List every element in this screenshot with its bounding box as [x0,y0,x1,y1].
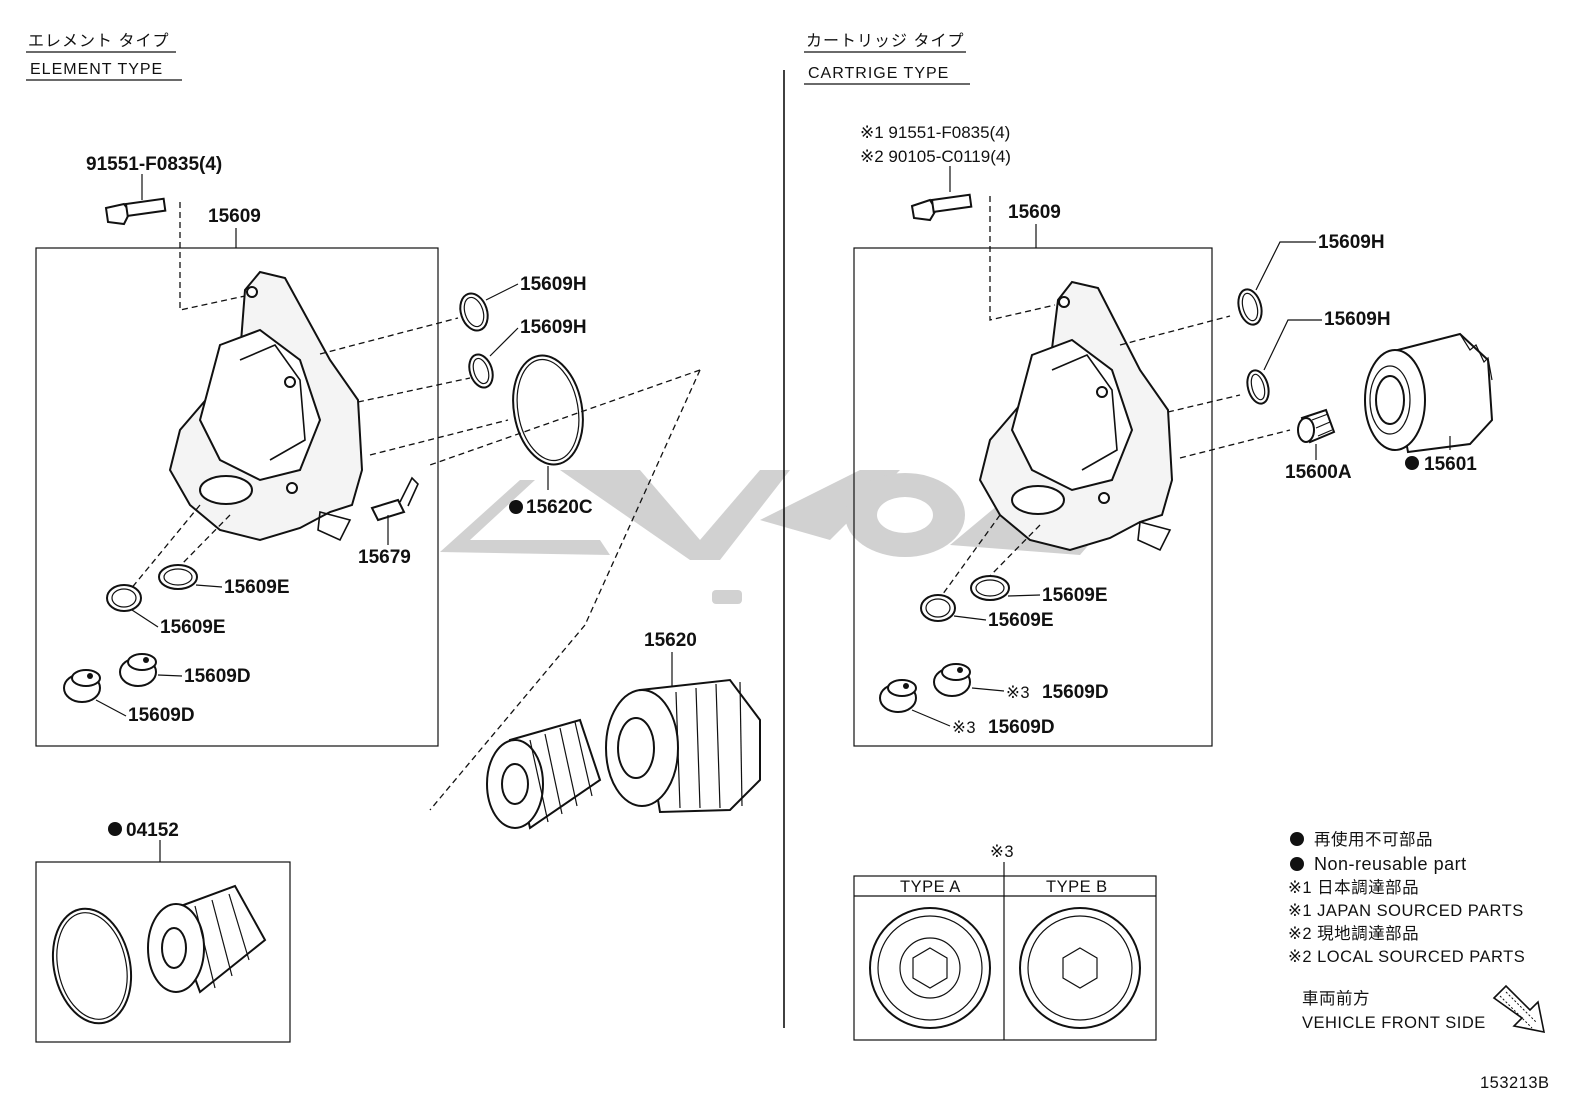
bolt-label: 91551-F0835(4) [86,154,222,175]
cap-assy-label: 15620 [644,630,697,651]
type-b-label: TYPE B [1046,878,1108,896]
non-reusable-dot-15601 [1405,456,1419,470]
o-ring-h1 [459,292,489,332]
big-o-ring-label: 15620C [526,497,593,518]
legend-japan-jp: ※1 日本調達部品 [1288,878,1419,897]
cartridge-housing-group-box [853,247,1213,747]
cartridge-housing-label: 15609 [1008,202,1061,223]
cartridge-o-ring-h1-label: 15609H [1318,232,1385,253]
clip-label: 15679 [358,547,411,568]
bolt-part-cartridge [910,193,973,222]
cartridge-plug-d2-label: 15609D [988,717,1055,738]
figure-id: 153213B [1480,1074,1550,1092]
type-a-plug-drawing [869,907,991,1029]
cartridge-oil-filter-housing [978,280,1174,552]
element-kit-o-ring [51,907,133,1025]
o-ring-h2-label: 15609H [520,317,587,338]
cartridge-o-ring-h1 [1237,288,1263,326]
non-reusable-dot-15620c [509,500,523,514]
cartridge-plug-d1-label: 15609D [1042,682,1109,703]
legend-non-reusable-en: Non-reusable part [1314,854,1467,874]
o-ring-h1-label: 15609H [520,274,587,295]
type-b-plug-drawing [1019,907,1141,1029]
cartridge-o-ring-h2 [1246,369,1270,405]
element-kit-label: 04152 [126,820,179,841]
legend-local-en: ※2 LOCAL SOURCED PARTS [1288,948,1525,966]
oil-filter-housing [168,270,364,542]
legend-japan-en: ※1 JAPAN SOURCED PARTS [1288,902,1524,920]
type-a-label: TYPE A [900,878,961,896]
bolt-1-label: ※1 91551-F0835(4) [860,123,1010,142]
bolt-2-label: ※2 90105-C0119(4) [860,147,1011,166]
element-type-title-jp: エレメント タイプ [28,32,169,50]
element-type-title-en: ELEMENT TYPE [30,61,163,78]
plug-d1-label: 15609D [184,666,251,687]
direction-en: VEHICLE FRONT SIDE [1302,1014,1486,1032]
cartridge-label: 15601 [1424,454,1477,475]
legend-local-jp: ※2 現地調達部品 [1288,924,1419,943]
big-o-ring [512,354,584,466]
plug-d1 [119,653,157,687]
cartridge-plug-d2 [879,679,917,713]
o-ring-e1-label: 15609E [224,577,290,598]
type-table [853,875,1157,1041]
cartridge-plug-d1 [933,663,971,697]
legend-dot-en [1290,857,1304,871]
plug-d2 [63,669,101,703]
union-label: 15600A [1285,462,1352,483]
oil-filter-cartridge [1364,332,1494,454]
non-reusable-dot-04152 [108,822,122,836]
cartridge-type-title-jp: カートリッジ タイプ [806,32,964,50]
oil-filter-element [486,718,602,830]
cartridge-type-title-en: CARTRIGE TYPE [808,65,949,82]
union-part [1297,408,1336,444]
o-ring-e2-label: 15609E [160,617,226,638]
front-arrow-icon [1492,984,1546,1034]
cartridge-o-ring-e2-label: 15609E [988,610,1054,631]
element-type-section: エレメント タイプ ELEMENT TYPE 91551-F0835(4) 15… [26,32,761,1043]
o-ring-h2 [468,353,494,389]
legend: 再使用不可部品 Non-reusable part ※1 日本調達部品 ※1 J… [1288,830,1525,966]
clip-part [370,476,419,522]
housing-group-box [35,247,439,747]
cartridge-type-section: カートリッジ タイプ CARTRIGE TYPE ※1 91551-F0835(… [804,32,1494,1041]
element-kit-filter [147,884,267,994]
plug-d2-label: 15609D [128,705,195,726]
type-table-note: ※3 [990,843,1014,861]
legend-non-reusable-jp: 再使用不可部品 [1314,830,1433,849]
direction-jp: 車両前方 [1302,989,1370,1008]
element-kit-box [35,861,291,1043]
vehicle-front-indicator: 車両前方 VEHICLE FRONT SIDE [1302,984,1546,1034]
cartridge-plug-d1-prefix: ※3 [1006,684,1030,702]
housing-label: 15609 [208,206,261,227]
cartridge-o-ring-e1-label: 15609E [1042,585,1108,606]
oil-filter-cap [605,678,761,814]
legend-dot-jp [1290,832,1304,846]
cartridge-plug-d2-prefix: ※3 [952,719,976,737]
cartridge-o-ring-h2-label: 15609H [1324,309,1391,330]
bolt-part [104,197,167,226]
